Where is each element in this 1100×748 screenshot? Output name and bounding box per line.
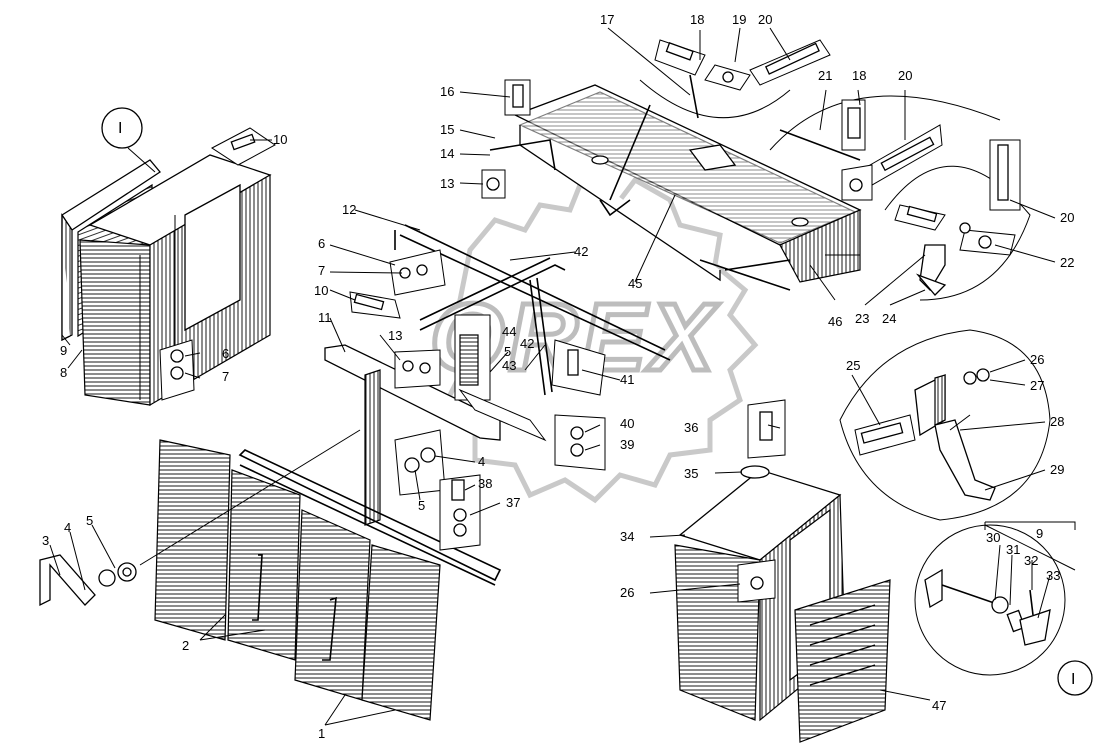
label-4b: 4 <box>478 454 485 469</box>
label-34: 34 <box>620 529 634 544</box>
label-12: 12 <box>342 202 356 217</box>
top-detail <box>639 39 1031 301</box>
hood-assembly <box>481 79 862 291</box>
label-13a: 13 <box>440 176 454 191</box>
label-13b: 13 <box>388 328 402 343</box>
label-23: 23 <box>855 311 869 326</box>
label-7b: 7 <box>222 369 229 384</box>
label-28: 28 <box>1050 414 1064 429</box>
view-markers: I I <box>118 120 1075 688</box>
label-18b: 18 <box>852 68 866 83</box>
label-22: 22 <box>1060 255 1074 270</box>
label-35: 35 <box>684 466 698 481</box>
label-45: 45 <box>628 276 642 291</box>
label-15: 15 <box>440 122 454 137</box>
label-5c: 5 <box>504 344 511 359</box>
label-7a: 7 <box>318 263 325 278</box>
label-44: 44 <box>502 324 516 339</box>
label-5b: 5 <box>418 498 425 513</box>
label-5a: 5 <box>86 513 93 528</box>
label-26b: 26 <box>620 585 634 600</box>
view-marker-bottom-right: I <box>1071 671 1075 688</box>
label-46: 46 <box>828 314 842 329</box>
label-42a: 42 <box>574 244 588 259</box>
center-frame <box>238 224 671 586</box>
label-26a: 26 <box>1030 352 1044 367</box>
label-19: 19 <box>732 12 746 27</box>
label-18a: 18 <box>690 12 704 27</box>
label-2: 2 <box>182 638 189 653</box>
label-14: 14 <box>440 146 454 161</box>
label-25: 25 <box>846 358 860 373</box>
label-3: 3 <box>42 533 49 548</box>
label-4a: 4 <box>64 520 71 535</box>
label-36: 36 <box>684 420 698 435</box>
part-labels: 1 2 3 4 4 5 5 5 6 6 7 7 8 9 9 10 10 11 1… <box>42 12 1074 741</box>
label-31: 31 <box>1006 542 1020 557</box>
label-29: 29 <box>1050 462 1064 477</box>
label-20a: 20 <box>758 12 772 27</box>
leader-lines <box>49 27 1076 726</box>
label-8: 8 <box>60 365 67 380</box>
label-10a: 10 <box>273 132 287 147</box>
label-9a: 9 <box>60 343 67 358</box>
label-1: 1 <box>318 726 325 741</box>
label-42b: 42 <box>520 336 534 351</box>
label-41: 41 <box>620 372 634 387</box>
label-24: 24 <box>882 311 896 326</box>
latch-detail <box>839 329 1051 521</box>
label-20c: 20 <box>1060 210 1074 225</box>
label-17: 17 <box>600 12 614 27</box>
label-38: 38 <box>478 476 492 491</box>
label-39: 39 <box>620 437 634 452</box>
label-27: 27 <box>1030 378 1044 393</box>
label-10b: 10 <box>314 283 328 298</box>
label-33: 33 <box>1046 568 1060 583</box>
label-6a: 6 <box>318 236 325 251</box>
label-16: 16 <box>440 84 454 99</box>
label-11: 11 <box>318 310 332 325</box>
label-37: 37 <box>506 495 520 510</box>
label-9b: 9 <box>1036 526 1043 541</box>
label-6b: 6 <box>222 346 229 361</box>
label-30: 30 <box>986 530 1000 545</box>
left-cab-assembly <box>61 107 276 407</box>
label-40: 40 <box>620 416 634 431</box>
label-43: 43 <box>502 358 516 373</box>
label-32: 32 <box>1024 553 1038 568</box>
view-marker-top-left: I <box>118 120 122 137</box>
door-panels <box>39 429 441 721</box>
label-47: 47 <box>932 698 946 713</box>
label-20b: 20 <box>898 68 912 83</box>
handle-detail <box>914 524 1093 696</box>
label-21: 21 <box>818 68 832 83</box>
